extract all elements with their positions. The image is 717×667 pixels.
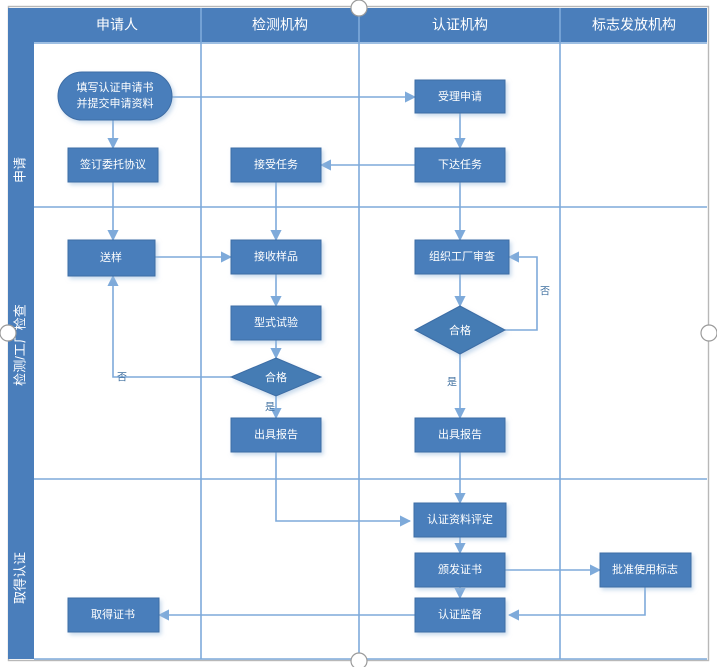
node-accept-task[interactable]: 接受任务 bbox=[230, 147, 322, 183]
node-send-sample[interactable]: 送样 bbox=[67, 239, 156, 277]
node-receive-sample-shape[interactable] bbox=[230, 239, 322, 275]
node-obtain-certificate-shape[interactable] bbox=[67, 597, 160, 633]
node-audit-report[interactable]: 出具报告 bbox=[414, 417, 506, 453]
node-cert-supervision[interactable]: 认证监督 bbox=[414, 597, 506, 633]
node-issue-certificate[interactable]: 颁发证书 bbox=[414, 552, 506, 588]
lane-grid bbox=[34, 8, 707, 660]
node-audit-pass[interactable]: 合格 bbox=[413, 305, 507, 355]
node-factory-audit-shape[interactable] bbox=[414, 239, 510, 275]
nodes: 填写认证申请书 并提交申请资料 受理申请 签订委托协议 接受任务 下达任 bbox=[57, 71, 692, 633]
node-sign-agreement-shape[interactable] bbox=[67, 147, 159, 183]
node-accept-application[interactable]: 受理申请 bbox=[414, 79, 506, 114]
node-cert-supervision-shape[interactable] bbox=[414, 597, 506, 633]
edge-test-pass-to-send-sample bbox=[107, 274, 231, 378]
node-fill-application[interactable]: 填写认证申请书 并提交申请资料 bbox=[57, 71, 173, 121]
edge-audit-pass-to-factory-audit bbox=[505, 251, 538, 331]
edge-test-report-to-evaluate-docs bbox=[275, 452, 412, 527]
edge-approve-mark-to-cert-supervision bbox=[507, 587, 646, 621]
node-send-sample-shape[interactable] bbox=[67, 239, 156, 277]
node-sign-agreement[interactable]: 签订委托协议 bbox=[67, 147, 159, 183]
node-approve-mark[interactable]: 批准使用标志 bbox=[599, 552, 692, 588]
node-factory-audit[interactable]: 组织工厂审查 bbox=[414, 239, 510, 275]
node-test-report[interactable]: 出具报告 bbox=[230, 417, 322, 453]
diagram-frame bbox=[7, 5, 710, 662]
handle-bottom bbox=[350, 652, 368, 667]
handle-right bbox=[700, 324, 717, 342]
column-header-band bbox=[26, 8, 707, 42]
node-audit-report-shape[interactable] bbox=[414, 417, 506, 453]
edge-label-audit-no: 否 bbox=[540, 286, 550, 298]
node-issue-certificate-shape[interactable] bbox=[414, 552, 506, 588]
node-accept-task-shape[interactable] bbox=[230, 147, 322, 183]
node-obtain-certificate[interactable]: 取得证书 bbox=[67, 597, 160, 633]
edge-label-test-yes: 是 bbox=[265, 402, 275, 414]
edge-label-audit-yes: 是 bbox=[447, 377, 457, 389]
node-type-test-shape[interactable] bbox=[230, 305, 322, 341]
node-evaluate-docs-shape[interactable] bbox=[413, 502, 507, 538]
handle-left bbox=[0, 324, 17, 342]
connectors bbox=[107, 91, 646, 621]
node-receive-sample[interactable]: 接收样品 bbox=[230, 239, 322, 275]
node-evaluate-docs[interactable]: 认证资料评定 bbox=[413, 502, 507, 538]
node-assign-task-shape[interactable] bbox=[414, 147, 506, 183]
node-audit-pass-shape[interactable] bbox=[413, 305, 507, 355]
node-test-report-shape[interactable] bbox=[230, 417, 322, 453]
edge-labels: 否 是 否 是 bbox=[117, 286, 550, 414]
corner-band bbox=[8, 8, 34, 42]
node-test-pass-shape[interactable] bbox=[229, 357, 323, 397]
node-test-pass[interactable]: 合格 bbox=[229, 357, 323, 397]
node-accept-application-shape[interactable] bbox=[414, 79, 506, 114]
node-type-test[interactable]: 型式试验 bbox=[230, 305, 322, 341]
node-fill-application-shape[interactable] bbox=[57, 71, 173, 121]
node-assign-task[interactable]: 下达任务 bbox=[414, 147, 506, 183]
node-approve-mark-shape[interactable] bbox=[599, 552, 692, 588]
handle-top bbox=[350, 0, 368, 17]
